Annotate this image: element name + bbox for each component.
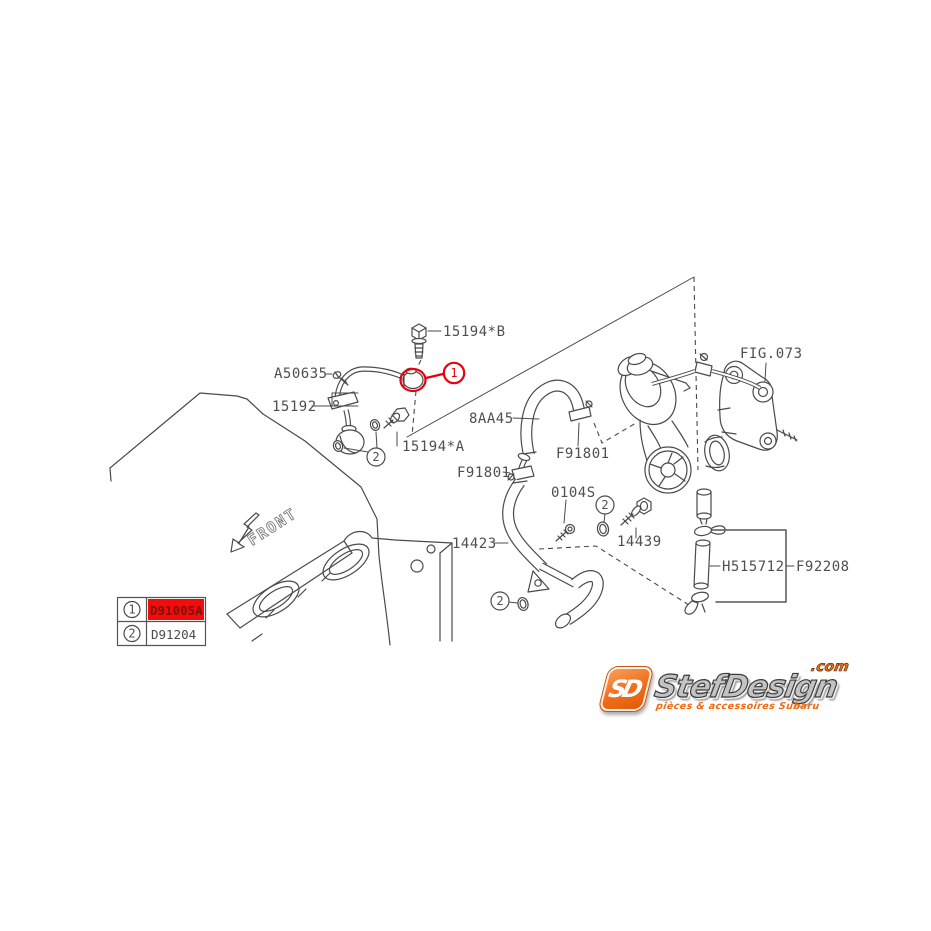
hose-8aa45 xyxy=(512,379,593,457)
vendor-tagline: pièces & accessoires Subaru xyxy=(655,701,821,712)
engine-outline xyxy=(109,392,453,646)
callout-1: 1 xyxy=(450,366,457,380)
turbocharger xyxy=(617,352,798,494)
label-f92208: F92208 xyxy=(796,559,850,575)
bolt-15194b xyxy=(411,323,442,359)
label-f91801-upper: F91801 xyxy=(556,446,610,462)
label-15194a: 15194*A xyxy=(402,439,465,455)
vendor-monogram: SD xyxy=(605,675,643,703)
vendor-logo-icon: SD xyxy=(597,666,655,712)
label-a50635: A50635 xyxy=(274,366,328,382)
legend-num-2: 2 xyxy=(128,627,135,641)
legend-highlight-cell xyxy=(148,599,204,620)
legend-table: 1 2 D91005A D91204 xyxy=(116,596,207,647)
callout-2b: 2 xyxy=(601,498,608,512)
construction-lines xyxy=(406,276,699,608)
label-8aa45: 8AA45 xyxy=(469,411,514,427)
front-arrow: FRONT xyxy=(230,504,301,553)
hardware-middle: 2 xyxy=(555,495,652,542)
label-14439: 14439 xyxy=(617,534,662,550)
callout-2c: 2 xyxy=(496,594,503,608)
label-h515712: H515712 xyxy=(722,559,785,575)
label-0104s: 0104S xyxy=(551,485,596,501)
label-15192: 15192 xyxy=(272,399,317,415)
callout-2a: 2 xyxy=(372,450,379,464)
label-leaders xyxy=(709,362,795,567)
legend-part-1: D91005A xyxy=(150,603,203,618)
label-15194b: 15194*B xyxy=(443,324,506,340)
water-pipe-assembly: 2 xyxy=(490,452,604,629)
oil-pipe-assembly: 2 xyxy=(311,366,424,467)
legend-part-2: D91204 xyxy=(151,627,196,642)
label-14423: 14423 xyxy=(452,536,497,552)
label-f91801-lower: F91801 xyxy=(457,465,511,481)
labels: 15194*B A50635 15192 8AA45 F91801 F91801… xyxy=(272,324,850,575)
label-fig073: FIG.073 xyxy=(740,346,803,362)
drain-pipe-assembly xyxy=(684,488,787,615)
vendor-brand-tld: .com xyxy=(809,659,851,676)
legend-num-1: 1 xyxy=(128,603,135,617)
highlight-part-1: 1 xyxy=(399,361,466,393)
front-label: FRONT xyxy=(244,504,300,549)
vendor-logo: SD StefDesign .com pièces & accessoires … xyxy=(593,657,883,737)
